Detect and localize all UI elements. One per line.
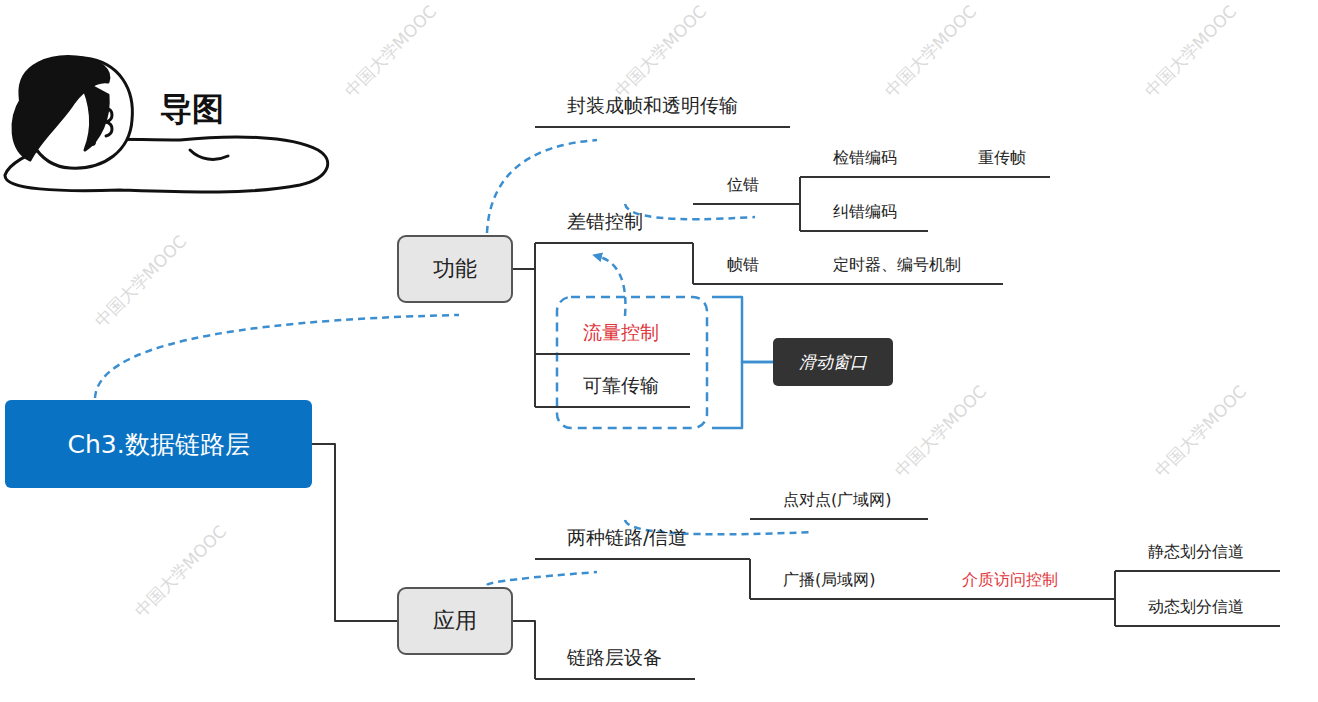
topic-text: 静态划分信道 [1148, 542, 1244, 563]
topic-item: 封装成帧和透明传输 [535, 92, 790, 128]
topic-text: 点对点(广域网) [783, 490, 891, 511]
mindmap-box: 滑动窗口 [773, 338, 893, 386]
topic-text: 纠错编码 [833, 202, 897, 223]
connector [712, 297, 773, 362]
topic-text: 帧错 [727, 255, 759, 276]
mindmap-box: 功能 [397, 235, 513, 303]
watermark: 中国大学MOOC [90, 230, 192, 332]
watermark: 中国大学MOOC [610, 0, 712, 102]
connector [625, 204, 755, 219]
topic-item: 点对点(广域网) [750, 484, 928, 520]
topic-item: 检错编码 [800, 140, 928, 178]
topic-text: 滑动窗口 [799, 351, 867, 374]
topic-item: 帧错 [693, 252, 800, 285]
topic-text: 检错编码 [833, 148, 897, 169]
connector [712, 362, 773, 428]
topic-item: 位错 [693, 172, 800, 205]
mindmap-box: 应用 [397, 587, 513, 655]
topic-text: 流量控制 [583, 320, 659, 346]
topic-item: 定时器、编号机制 [800, 252, 1003, 285]
watermark: 中国大学MOOC [340, 0, 442, 102]
topic-text: Ch3.数据链路层 [67, 428, 249, 461]
connector [487, 572, 597, 585]
topic-text: 链路层设备 [567, 645, 662, 671]
topic-item: 静态划分信道 [1115, 538, 1280, 572]
topic-text: 差错控制 [567, 209, 643, 235]
topic-text: 广播(局域网) [783, 570, 875, 591]
cartoon-figure [5, 57, 328, 192]
topic-item: 差错控制 [535, 206, 693, 244]
watermark: 中国大学MOOC [890, 380, 992, 482]
watermark: 中国大学MOOC [880, 0, 982, 102]
dashed-group [557, 297, 707, 428]
topic-text: 介质访问控制 [962, 570, 1058, 591]
topic-item: 链路层设备 [535, 640, 695, 680]
topic-text: 动态划分信道 [1148, 597, 1244, 618]
topic-text: 定时器、编号机制 [833, 255, 961, 276]
connector [513, 621, 535, 679]
watermark: 中国大学MOOC [130, 520, 232, 622]
connector [312, 444, 397, 621]
topic-item: 动态划分信道 [1115, 592, 1280, 627]
topic-text: 可靠传输 [583, 373, 659, 399]
watermark: 中国大学MOOC [1150, 380, 1252, 482]
topic-text: 封装成帧和透明传输 [567, 93, 738, 119]
watermark: 中国大学MOOC [1140, 0, 1242, 102]
topic-text: 应用 [433, 606, 477, 636]
topic-text: 两种链路/信道 [567, 525, 687, 551]
title-label: 导图 [160, 88, 224, 132]
topic-item: 可靠传输 [535, 370, 690, 408]
mindmap-box: Ch3.数据链路层 [5, 400, 312, 488]
topic-item: 重传帧 [928, 140, 1050, 178]
topic-text: 重传帧 [978, 148, 1026, 169]
topic-text: 位错 [727, 175, 759, 196]
connector [513, 269, 535, 354]
topic-item: 纠错编码 [800, 194, 928, 232]
topic-item: 两种链路/信道 [535, 522, 750, 560]
topic-text: 功能 [433, 254, 477, 284]
connector [513, 243, 535, 269]
connector [95, 315, 459, 398]
topic-item: 介质访问控制 [940, 564, 1115, 600]
topic-item: 流量控制 [535, 318, 690, 355]
topic-item: 广播(局域网) [750, 564, 940, 600]
connector [597, 256, 625, 316]
connector [513, 269, 535, 407]
